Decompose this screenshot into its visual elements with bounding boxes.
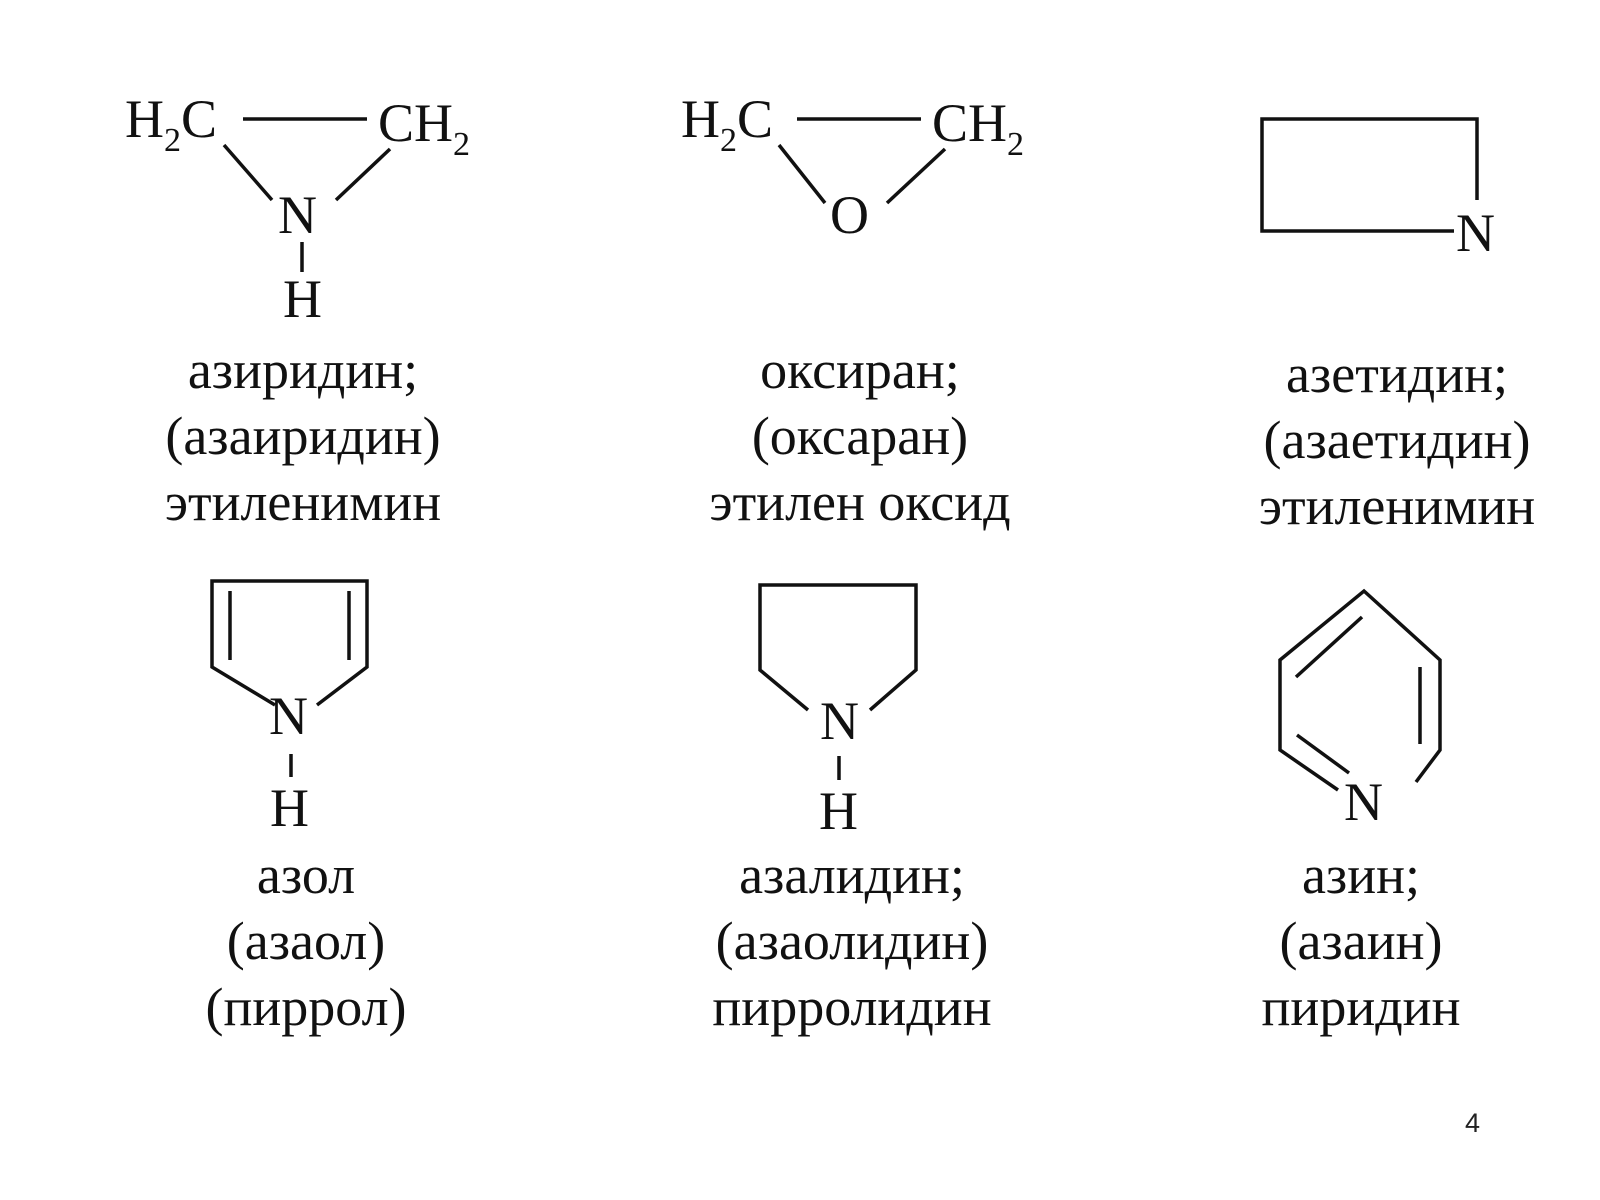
pyrrole-atom-n: N (269, 686, 308, 746)
aziridine-atom-right: CH2 (378, 93, 470, 163)
azetidine-name-trivial: этиленимин (1258, 476, 1536, 536)
pyrrole-name-trivial: (пиррол) (205, 977, 407, 1037)
pyridine-double-bond-bottom-left (1295, 733, 1351, 775)
pyrrole-name-alt: (азаол) (226, 911, 386, 971)
page-number: 4 (1464, 1108, 1480, 1138)
pyrrolidine-atom-h: H (819, 781, 858, 841)
azetidine-structure: N (1260, 117, 1495, 263)
azetidine-name-alt: (азаетидин) (1263, 410, 1531, 470)
pyrrolidine-name-trivial: пирролидин (712, 977, 992, 1037)
pyrrolidine-atom-n: N (820, 691, 859, 751)
pyridine-name: азин; (1301, 845, 1421, 905)
oxirane-name-alt: (оксаран) (751, 406, 969, 466)
pyrrolidine-caption: азалидин; (азаолидин) пирролидин (652, 842, 1052, 1040)
oxirane-bond-co-left (777, 143, 827, 205)
pyridine-structure: N (1278, 588, 1442, 832)
pyrrolidine-ring (758, 583, 918, 712)
pyrrole-name: азол (256, 845, 356, 905)
pyridine-caption: азин; (азаин) пиридин (1161, 842, 1561, 1040)
oxirane-atom-o: O (830, 185, 869, 245)
pyrrole-ring (210, 579, 369, 707)
pyridine-name-alt: (азаин) (1279, 911, 1443, 971)
pyrrole-caption: азол (азаол) (пиррол) (106, 842, 506, 1040)
azetidine-caption: азетидин; (азаетидин) этиленимин (1197, 341, 1597, 539)
pyridine-double-bond-top-left (1294, 615, 1364, 679)
pyrrolidine-name-alt: (азаолидин) (715, 911, 989, 971)
aziridine-structure: H2C CH2 N H (125, 89, 470, 329)
pyrrolidine-name: азалидин; (739, 845, 965, 905)
oxirane-atom-left: H2C (681, 89, 773, 159)
oxirane-name-trivial: этилен оксид (709, 472, 1011, 532)
aziridine-caption: азиридин; (азаиридин) этиленимин (103, 337, 503, 535)
oxirane-structure: H2C CH2 O (681, 89, 1024, 245)
azetidine-atom-n: N (1456, 203, 1495, 263)
aziridine-atom-left: H2C (125, 89, 217, 159)
pyridine-ring (1278, 588, 1442, 792)
oxirane-bond-co-right (885, 147, 947, 205)
aziridine-name-trivial: этиленимин (164, 472, 442, 532)
azetidine-ring (1260, 117, 1479, 233)
pyridine-atom-n: N (1344, 772, 1383, 832)
aziridine-bond-cn-right (334, 147, 392, 202)
aziridine-name-alt: (азаиридин) (165, 406, 441, 466)
oxirane-name: оксиран; (760, 340, 960, 400)
oxirane-caption: оксиран; (оксаран) этилен оксид (660, 337, 1060, 535)
pyrrole-structure: N H (210, 579, 369, 838)
pyrrolidine-structure: N H (758, 583, 918, 841)
aziridine-name: азиридин; (187, 340, 419, 400)
aziridine-bond-cn-left (222, 143, 274, 202)
aziridine-atom-n: N (278, 185, 317, 245)
azetidine-name: азетидин; (1285, 344, 1509, 404)
pyrrole-atom-h: H (270, 778, 309, 838)
oxirane-atom-right: CH2 (932, 93, 1024, 163)
aziridine-atom-h: H (283, 269, 322, 329)
pyridine-name-trivial: пиридин (1261, 977, 1461, 1037)
